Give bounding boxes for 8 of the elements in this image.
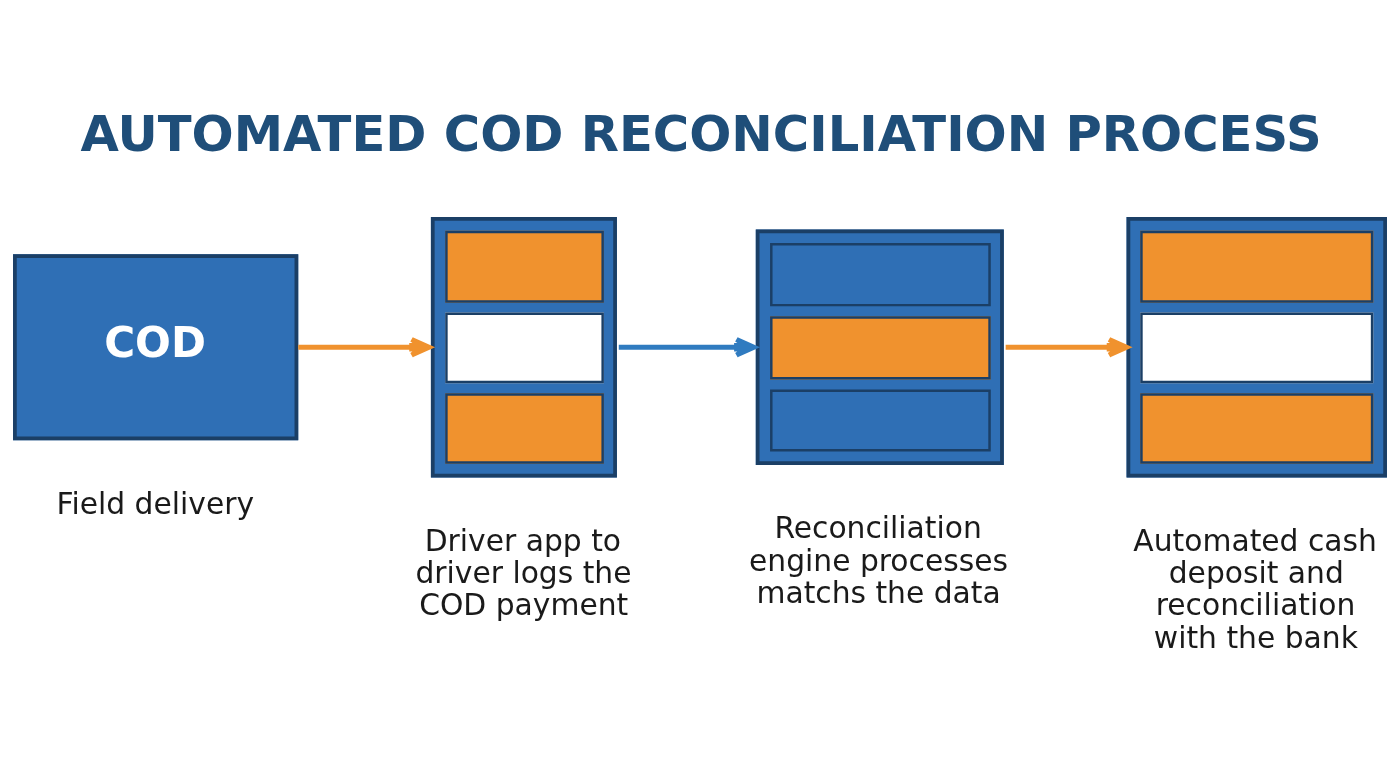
- arrow: [298, 337, 432, 358]
- diagram-title: AUTOMATED COD RECONCILIATION PROCESS: [80, 105, 1322, 164]
- arrow: [618, 337, 757, 358]
- arrow: [1005, 337, 1130, 358]
- node-label: Automated cash deposit and reconciliation with the bank: [1133, 522, 1377, 655]
- node-label: Reconciliation engine processes matchs the data: [748, 510, 1009, 610]
- node-label: Field delivery: [56, 485, 255, 521]
- node-label: Driver app to driver logs the COD payment: [415, 522, 632, 623]
